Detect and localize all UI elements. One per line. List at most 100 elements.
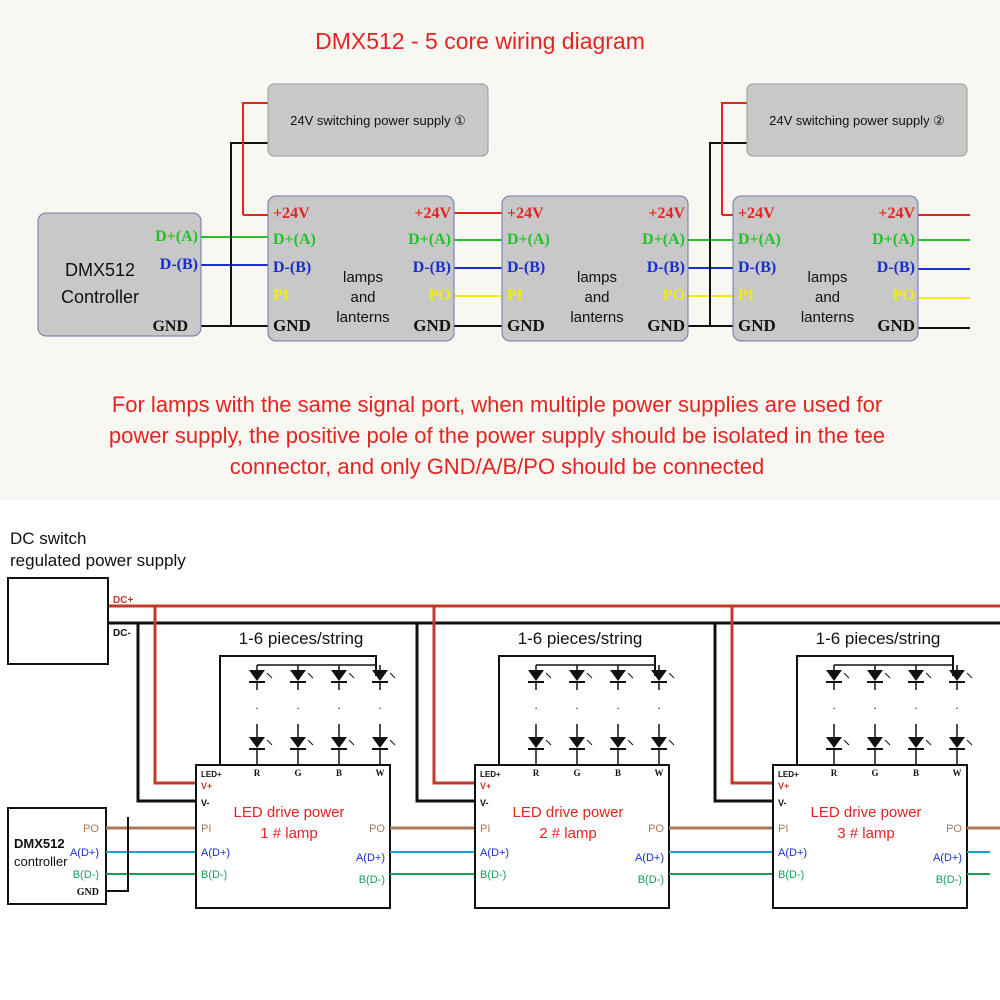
led-icon [651, 670, 667, 681]
lamp-out-gnd-label: GND [647, 316, 685, 335]
lamp-out-d-minus-label: D-(B) [413, 259, 451, 276]
light-arrow [925, 739, 932, 746]
string-caption: 1-6 pieces/string [239, 629, 364, 648]
b-out-label: B(D-) [936, 874, 962, 886]
dc-plus-label: DC+ [113, 595, 133, 606]
led-plus-label: LED+ [480, 770, 501, 779]
power-supply-1-label: 24V switching power supply ① [290, 113, 466, 128]
led-dots: . [378, 698, 381, 712]
led-string-wire [498, 655, 656, 765]
lamp-out-d-minus-label: D-(B) [877, 259, 915, 276]
drive-title: LED drive power [234, 804, 345, 821]
controller-name: Controller [61, 287, 139, 307]
dc-power-supply-box [7, 577, 109, 665]
lamp-caption: lamps [577, 269, 617, 286]
lamp-caption: lanterns [570, 309, 623, 326]
light-arrow [307, 739, 314, 746]
v-minus-label: V- [201, 798, 210, 808]
wire-psu2-gnd [709, 142, 748, 326]
lamp-box [732, 195, 919, 342]
lamp-out-d-plus-label: D+(A) [642, 231, 685, 248]
wire-v-minus-feed [713, 623, 773, 803]
channel-label: R [831, 768, 838, 778]
po-label: PO [946, 823, 962, 835]
controller-po-label: PO [83, 823, 99, 835]
b-label: B(D-) [201, 869, 227, 881]
light-arrow [884, 739, 891, 746]
controller-name: DMX512 [14, 836, 65, 851]
light-arrow [627, 672, 634, 679]
led-drive-box [474, 764, 670, 909]
led-dots: . [255, 698, 258, 712]
led-icon [372, 737, 388, 748]
light-arrow [966, 672, 973, 679]
wire-gnd [106, 817, 129, 892]
channel-label: W [655, 768, 664, 778]
a-out-label: A(D+) [635, 852, 664, 864]
wire-v-plus-feed [730, 606, 773, 785]
dmx512-controller-box [37, 212, 202, 337]
v-minus-label: V- [778, 798, 787, 808]
psu-caption: regulated power supply [10, 551, 186, 570]
lamp-caption: lamps [807, 269, 847, 286]
lamp-caption: lamps [343, 269, 383, 286]
controller-gnd-label: GND [77, 887, 99, 898]
led-drive-box [772, 764, 968, 909]
light-arrow [586, 739, 593, 746]
led-string-wire [219, 655, 377, 765]
string-caption: 1-6 pieces/string [518, 629, 643, 648]
controller-a-label: A(D+) [70, 847, 99, 859]
power-supply-2-label: 24V switching power supply ② [769, 113, 945, 128]
led-icon [610, 737, 626, 748]
light-arrow [586, 672, 593, 679]
led-icon [528, 670, 544, 681]
light-arrow [668, 739, 675, 746]
drive-lamp-number: 3 # lamp [837, 825, 895, 842]
lamp-pi-label: PI [738, 287, 754, 304]
light-arrow [925, 672, 932, 679]
lamp-out-gnd-label: GND [877, 316, 915, 335]
light-arrow [545, 672, 552, 679]
power-supply-2-box [746, 83, 968, 157]
channel-label: G [294, 768, 301, 778]
lamp-in-24v-label: +24V [273, 205, 310, 222]
wire-psu2-plus [721, 102, 748, 215]
lamp-in-d-minus-label: D-(B) [507, 259, 545, 276]
light-arrow [348, 672, 355, 679]
isolation-note: power supply, the positive pole of the p… [109, 423, 885, 448]
channel-label: W [376, 768, 385, 778]
led-dots: . [914, 698, 917, 712]
led-icon [528, 737, 544, 748]
lamp-out-24v-label: +24V [878, 205, 915, 222]
lamp-pi-label: PI [507, 287, 523, 304]
lamp-in-d-plus-label: D+(A) [738, 231, 781, 248]
drive-title: LED drive power [811, 804, 922, 821]
led-icon [826, 737, 842, 748]
b-label: B(D-) [778, 869, 804, 881]
a-out-label: A(D+) [933, 852, 962, 864]
diagram-title: DMX512 - 5 core wiring diagram [315, 28, 645, 54]
lamp-out-24v-label: +24V [414, 205, 451, 222]
lamp-po-label: PO [429, 287, 451, 304]
lamp-out-24v-label: +24V [648, 205, 685, 222]
v-plus-label: V+ [201, 781, 212, 791]
led-plus-label: LED+ [778, 770, 799, 779]
led-icon [949, 737, 965, 748]
lamp-out-d-plus-label: D+(A) [872, 231, 915, 248]
wire-psu1-gnd [230, 142, 270, 326]
light-arrow [668, 672, 675, 679]
led-dots: . [534, 698, 537, 712]
drive-lamp-number: 2 # lamp [539, 825, 597, 842]
v-plus-label: V+ [778, 781, 789, 791]
lamp-out-d-plus-label: D+(A) [408, 231, 451, 248]
wire-v-minus-feed [415, 623, 475, 803]
led-drive-box [195, 764, 391, 909]
controller-b-label: B(D-) [73, 869, 99, 881]
lamp-caption: and [350, 289, 375, 306]
isolation-note: connector, and only GND/A/B/PO should be… [230, 454, 764, 479]
lamp-box [501, 195, 689, 342]
a-out-label: A(D+) [356, 852, 385, 864]
light-arrow [884, 672, 891, 679]
led-dots: . [955, 698, 958, 712]
